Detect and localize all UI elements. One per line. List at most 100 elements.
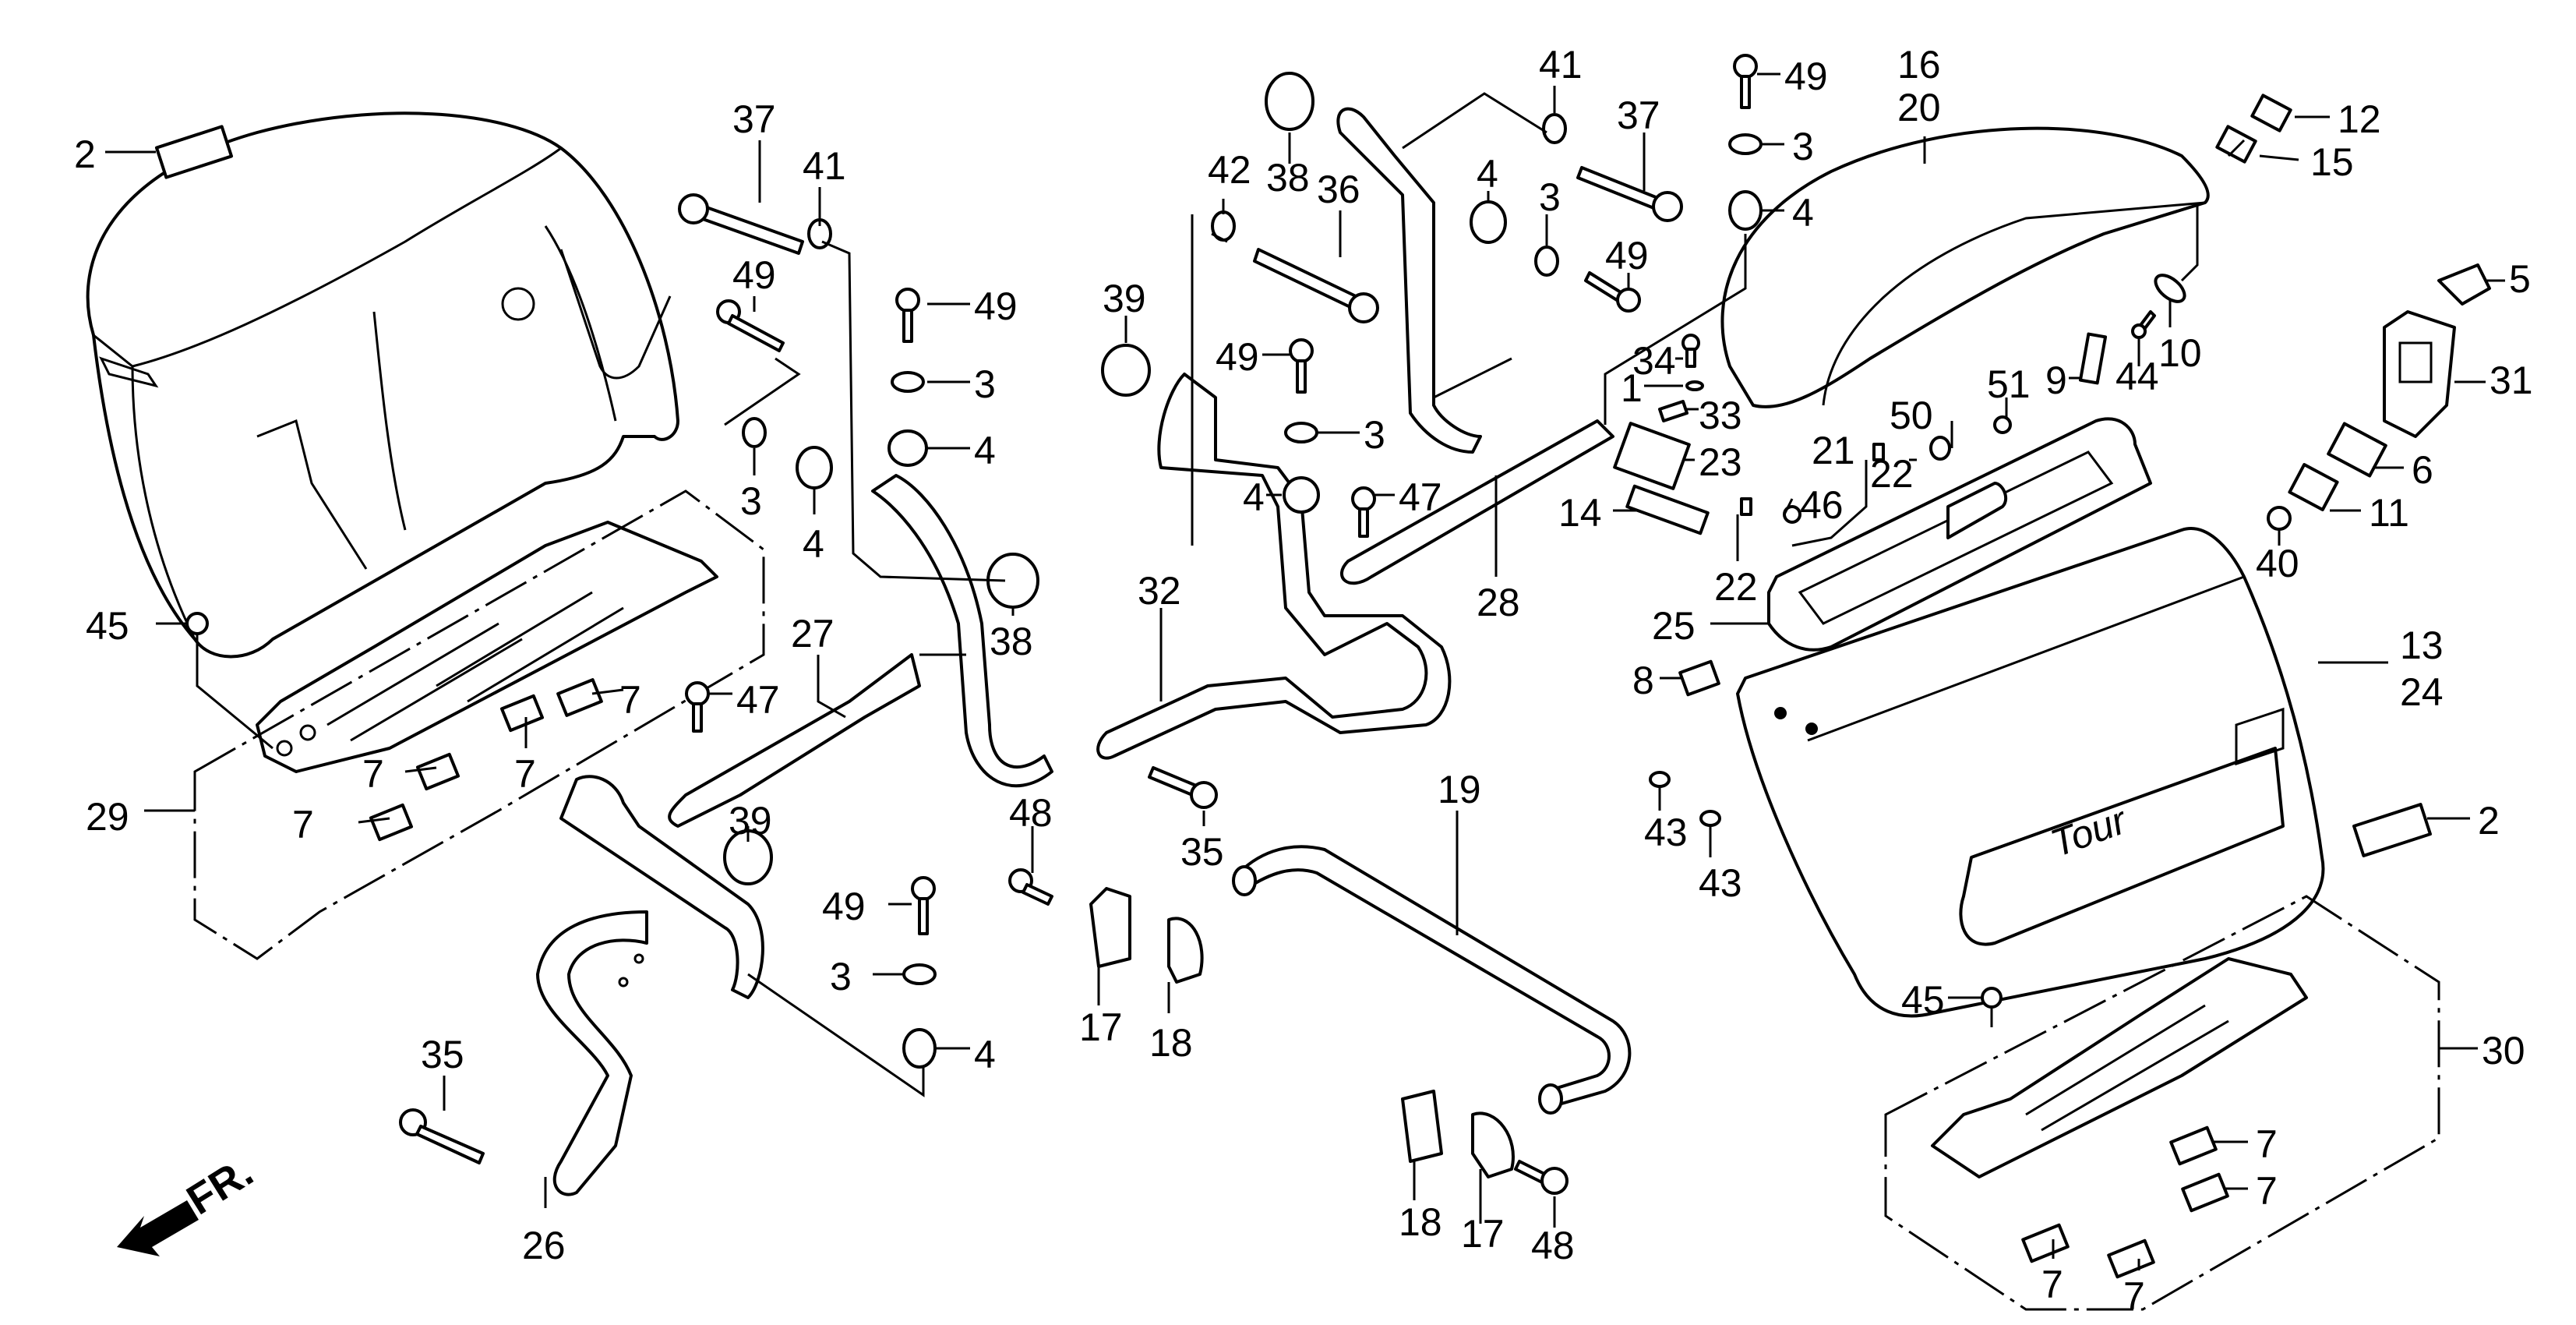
latch-assembly-31	[2383, 310, 2456, 438]
callout-46: 46	[1800, 483, 1844, 527]
callout-33: 33	[1699, 394, 1742, 437]
callout-26: 26	[522, 1224, 566, 1267]
callout-44: 44	[2115, 355, 2159, 398]
callout-31: 31	[2490, 359, 2533, 402]
callout-18-right: 18	[1399, 1200, 1442, 1244]
left-saddlebag	[86, 111, 679, 659]
right-saddlebag-lid-16-20	[1720, 126, 2210, 408]
callout-41-left: 41	[803, 144, 846, 188]
callout-50: 50	[1890, 394, 1933, 437]
callout-19: 19	[1438, 768, 1481, 811]
callout-49-bottom: 49	[822, 885, 866, 928]
callout-11: 11	[2369, 491, 2409, 535]
callout-43-a: 43	[1644, 811, 1688, 854]
callout-27: 27	[791, 612, 835, 655]
callout-28: 28	[1477, 581, 1520, 624]
plate-11	[2288, 463, 2339, 511]
callout-7-g: 7	[2041, 1263, 2063, 1306]
callout-4-mid: 4	[974, 429, 996, 472]
hinge-23	[1613, 422, 1691, 490]
callout-47-left: 47	[736, 678, 780, 722]
callout-48-left: 48	[1009, 791, 1053, 835]
callout-7-h: 7	[2123, 1274, 2145, 1318]
callout-49-mid: 49	[974, 284, 1018, 328]
callout-21: 21	[1812, 429, 1855, 472]
callout-41-top: 41	[1539, 43, 1583, 87]
callout-37-left: 37	[732, 97, 776, 141]
plate-10	[2154, 274, 2186, 303]
right-saddlebag-seal-25	[1767, 417, 2152, 652]
rubber-8	[1678, 659, 1720, 697]
right-saddlebag-body-13-24: Tour	[1736, 527, 2325, 1018]
left-mount-plate-29	[256, 521, 718, 773]
callout-2-left: 2	[74, 132, 96, 176]
callout-7-b: 7	[362, 752, 384, 796]
plate-12	[2250, 94, 2292, 132]
callout-43-b: 43	[1699, 861, 1742, 905]
callout-3-mid: 3	[974, 362, 996, 406]
bracket-14	[1625, 484, 1710, 535]
callout-49-center: 49	[1216, 335, 1259, 379]
callout-47-center: 47	[1399, 475, 1442, 519]
callout-12: 12	[2338, 97, 2381, 141]
callout-4-center: 4	[1243, 475, 1265, 519]
callout-25: 25	[1652, 604, 1696, 648]
callout-49-topright: 49	[1784, 55, 1828, 98]
callout-39-top: 39	[1103, 277, 1146, 320]
callout-2-right: 2	[2478, 799, 2500, 843]
callout-3-left: 3	[740, 479, 762, 523]
callout-3-center: 3	[1364, 413, 1385, 457]
frame-28	[1336, 107, 1614, 585]
callout-1: 1	[1621, 366, 1643, 410]
right-mount-plate-30	[1931, 957, 2308, 1178]
callout-4-topright: 4	[1792, 191, 1814, 235]
plate-6	[2327, 422, 2387, 478]
callout-23: 23	[1699, 440, 1742, 484]
callout-42: 42	[1208, 148, 1251, 192]
callout-35-center: 35	[1180, 830, 1224, 874]
arrow-icon	[117, 1200, 199, 1256]
callout-7-c: 7	[514, 752, 536, 796]
callout-16: 16	[1897, 43, 1941, 87]
callout-13: 13	[2400, 624, 2444, 667]
callout-7-d: 7	[292, 803, 314, 846]
callout-18-left: 18	[1149, 1021, 1193, 1065]
lock-5	[2437, 263, 2491, 306]
group-box-29	[193, 489, 765, 960]
rubber-pads-7-left	[369, 678, 603, 842]
grommet-2-left	[154, 125, 234, 179]
frame-26	[536, 775, 764, 1196]
callout-14: 14	[1558, 491, 1602, 535]
callout-51: 51	[1987, 362, 2031, 406]
callout-45-left: 45	[86, 604, 129, 648]
seal-9	[2078, 332, 2108, 385]
callout-36: 36	[1317, 168, 1360, 211]
callout-4-bottom: 4	[974, 1033, 996, 1076]
clamps-17-18	[1089, 887, 1515, 1178]
callout-3-topright: 3	[1792, 125, 1814, 168]
group-box-30	[1884, 895, 2440, 1311]
callout-49-top: 49	[1605, 234, 1649, 277]
callout-32: 32	[1138, 569, 1181, 613]
callout-6: 6	[2412, 448, 2433, 492]
callout-9: 9	[2045, 359, 2067, 402]
callout-34: 34	[1632, 339, 1676, 383]
callout-29: 29	[86, 795, 129, 839]
callout-10: 10	[2158, 331, 2202, 375]
guard-tube-19	[1232, 845, 1632, 1115]
callout-35-bottom: 35	[421, 1033, 464, 1076]
frame-32	[1096, 373, 1452, 760]
callout-17-left: 17	[1079, 1005, 1123, 1049]
callout-3-top: 3	[1539, 175, 1561, 219]
callout-4-left: 4	[803, 522, 824, 566]
callout-7-f: 7	[2256, 1169, 2278, 1213]
callout-4-top: 4	[1477, 152, 1498, 196]
callout-22-high: 22	[1870, 452, 1914, 496]
callout-30: 30	[2482, 1029, 2525, 1072]
callout-48-right: 48	[1531, 1224, 1575, 1267]
frame-27	[668, 474, 1053, 828]
callout-22-low: 22	[1714, 565, 1758, 609]
callout-17-right: 17	[1461, 1212, 1505, 1256]
